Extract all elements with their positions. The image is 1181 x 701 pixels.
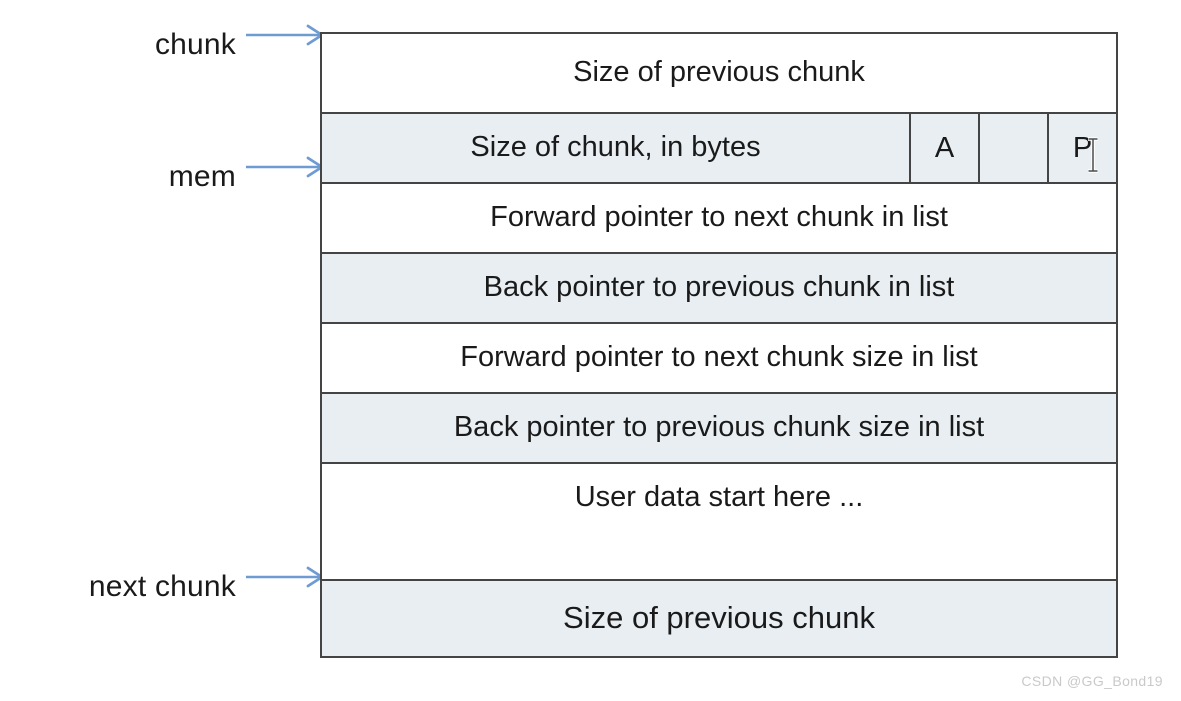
chunk-row-label: Size of previous chunk (563, 601, 875, 636)
chunk-row-label: User data start here ... (574, 481, 864, 513)
flag-cell-a: A (909, 114, 978, 182)
pointer-label-mem: mem (168, 160, 236, 193)
flag-cell-middle (978, 114, 1047, 182)
chunk-row-fd-nextsize: Forward pointer to next chunk size in li… (322, 324, 1116, 394)
chunk-row-next-prev-size: Size of previous chunk (322, 581, 1116, 656)
chunk-row-prev-size-top: Size of previous chunk (322, 34, 1116, 114)
chunk-row-fd: Forward pointer to next chunk in list (322, 184, 1116, 254)
arrow-next-chunk-icon (246, 566, 324, 588)
chunk-layout-table: Size of previous chunk Size of chunk, in… (320, 32, 1118, 658)
chunk-row-label: Forward pointer to next chunk in list (490, 202, 948, 234)
chunk-row-user-data: User data start here ... (322, 464, 1116, 581)
watermark-text: CSDN @GG_Bond19 (1021, 673, 1163, 689)
chunk-row-label: Size of previous chunk (573, 57, 865, 89)
chunk-row-label: Back pointer to previous chunk size in l… (453, 412, 985, 444)
chunk-row-bk-nextsize: Back pointer to previous chunk size in l… (322, 394, 1116, 464)
chunk-row-label: Back pointer to previous chunk in list (483, 272, 955, 304)
arrow-chunk-icon (246, 24, 324, 46)
chunk-row-chunk-size: Size of chunk, in bytes A P (322, 114, 1116, 184)
flag-cell-p: P (1047, 114, 1116, 182)
chunk-row-bk: Back pointer to previous chunk in list (322, 254, 1116, 324)
pointer-label-chunk: chunk (154, 28, 236, 61)
chunk-row-label: Forward pointer to next chunk size in li… (460, 342, 978, 374)
arrow-mem-icon (246, 156, 324, 178)
chunk-row-label: Size of chunk, in bytes (470, 132, 761, 164)
pointer-label-next-chunk: next chunk (88, 570, 236, 603)
